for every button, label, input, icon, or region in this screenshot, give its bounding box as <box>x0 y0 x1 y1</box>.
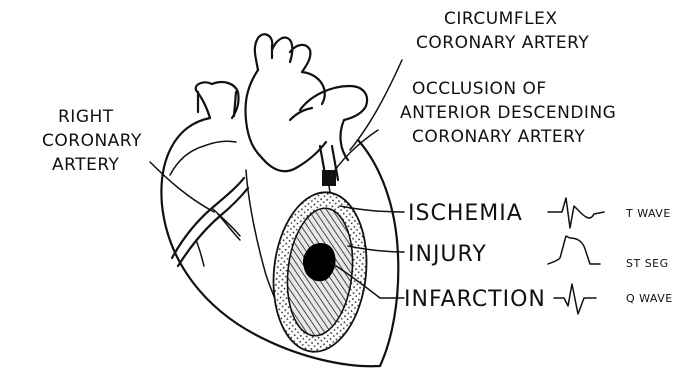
t-wave-label: T WAVE <box>625 207 671 220</box>
right-coronary-label-1: RIGHT <box>58 107 114 127</box>
q-wave-trace <box>554 284 596 314</box>
occlusion-label-3: CORONARY ARTERY <box>412 127 585 147</box>
occlusion-label-1: OCCLUSION OF <box>412 79 547 99</box>
infarction-label: INFARCTION <box>404 287 546 312</box>
st-seg-label: ST SEG <box>626 257 669 270</box>
right-coronary-label-3: ARTERY <box>52 155 120 175</box>
ischemia-label: ISCHEMIA <box>408 201 523 226</box>
circumflex-label-2: CORONARY ARTERY <box>416 33 589 53</box>
circumflex-label-1: CIRCUMFLEX <box>444 9 557 29</box>
t-wave-trace <box>548 198 604 228</box>
injury-label: INJURY <box>408 242 487 267</box>
occlusion-label-2: ANTERIOR DESCENDING <box>400 103 616 123</box>
st-seg-trace <box>548 236 600 264</box>
q-wave-label: Q WAVE <box>626 292 673 305</box>
right-coronary-label-2: CORONARY <box>42 131 142 151</box>
